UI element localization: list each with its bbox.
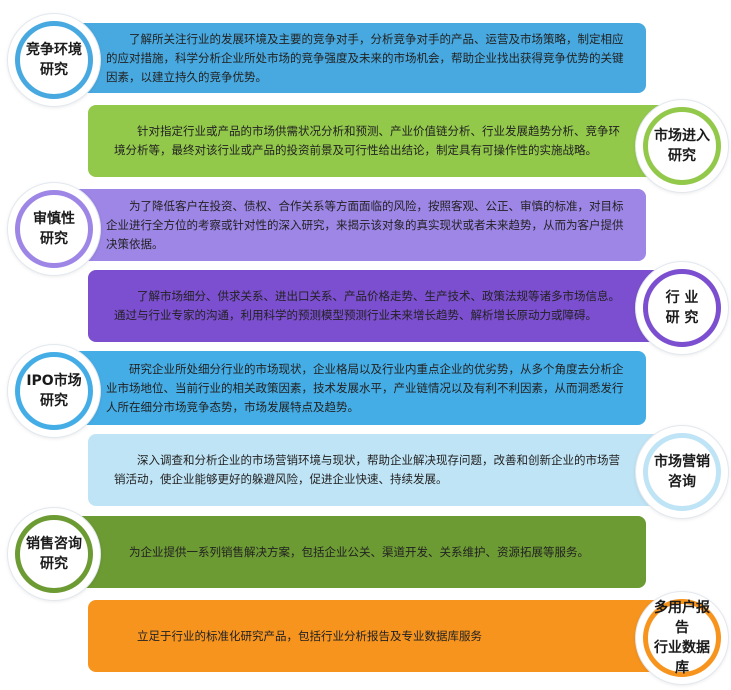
service-title: 行 业 研 究 xyxy=(665,290,699,326)
service-item-marketing: 深入调查和分析企业的市场营销环境与现状，帮助企业解决现存问题，改善和创新企业的市… xyxy=(0,426,731,518)
service-description-bar: 为企业提供一系列销售解决方案，包括企业公关、渠道开发、关系维护、资源拓展等服务。 xyxy=(62,516,646,588)
service-description: 研究企业所处细分行业的市场现状，企业格局以及行业内重点企业的优劣势，从多个角度去… xyxy=(106,361,624,414)
service-title: 多用户报告 行业数据库 xyxy=(654,600,710,676)
service-item-due-diligence: 为了降低客户在投资、债权、合作关系等方面面临的风险，按照客观、公正、审慎的标准，… xyxy=(0,183,731,275)
service-description: 为了降低客户在投资、债权、合作关系等方面面临的风险，按照客观、公正、审慎的标准，… xyxy=(106,198,624,251)
service-description: 了解所关注行业的发展环境及主要的竞争对手，分析竞争对手的产品、运营及市场策略，制… xyxy=(106,31,624,84)
service-description: 了解市场细分、供求关系、进出口关系、产品价格走势、生产技术、政策法规等诸多市场信… xyxy=(114,289,620,322)
service-badge: 审慎性 研究 xyxy=(8,183,100,275)
service-title: 市场营销 咨询 xyxy=(654,454,710,490)
service-description-bar: 立足于行业的标准化研究产品，包括行业分析报告及专业数据库服务 xyxy=(88,600,672,672)
service-title: IPO市场 研究 xyxy=(26,373,82,409)
service-title: 销售咨询 研究 xyxy=(26,536,82,572)
service-item-industry: 了解市场细分、供求关系、进出口关系、产品价格走势、生产技术、政策法规等诸多市场信… xyxy=(0,262,731,354)
service-description-bar: 针对指定行业或产品的市场供需状况分析和预测、产业价值链分析、行业发展趋势分析、竞… xyxy=(88,105,672,177)
service-item-market-entry: 针对指定行业或产品的市场供需状况分析和预测、产业价值链分析、行业发展趋势分析、竞… xyxy=(0,100,731,192)
service-description: 深入调查和分析企业的市场营销环境与现状，帮助企业解决现存问题，改善和创新企业的市… xyxy=(114,453,620,486)
service-badge: 多用户报告 行业数据库 xyxy=(636,592,728,684)
service-description-bar: 了解所关注行业的发展环境及主要的竞争对手，分析竞争对手的产品、运营及市场策略，制… xyxy=(62,23,646,93)
service-badge: IPO市场 研究 xyxy=(8,345,100,437)
service-title: 竞争环境 研究 xyxy=(26,42,82,78)
service-badge: 销售咨询 研究 xyxy=(8,508,100,600)
service-description: 立足于行业的标准化研究产品，包括行业分析报告及专业数据库服务 xyxy=(137,628,482,643)
service-item-sales: 为企业提供一系列销售解决方案，包括企业公关、渠道开发、关系维护、资源拓展等服务。… xyxy=(0,508,731,600)
service-badge: 市场营销 咨询 xyxy=(636,426,728,518)
service-description: 为企业提供一系列销售解决方案，包括企业公关、渠道开发、关系维护、资源拓展等服务。 xyxy=(129,544,589,559)
service-title: 审慎性 研究 xyxy=(33,211,75,247)
service-badge: 市场进入 研究 xyxy=(636,100,728,192)
service-item-reports: 立足于行业的标准化研究产品，包括行业分析报告及专业数据库服务 多用户报告 行业数… xyxy=(0,592,731,684)
service-badge: 竞争环境 研究 xyxy=(8,14,100,106)
service-description-bar: 了解市场细分、供求关系、进出口关系、产品价格走势、生产技术、政策法规等诸多市场信… xyxy=(88,270,672,342)
service-description-bar: 为了降低客户在投资、债权、合作关系等方面面临的风险，按照客观、公正、审慎的标准，… xyxy=(62,189,646,261)
service-description-bar: 深入调查和分析企业的市场营销环境与现状，帮助企业解决现存问题，改善和创新企业的市… xyxy=(88,434,672,506)
service-description-bar: 研究企业所处细分行业的市场现状，企业格局以及行业内重点企业的优劣势，从多个角度去… xyxy=(62,351,646,425)
service-item-ipo: 研究企业所处细分行业的市场现状，企业格局以及行业内重点企业的优劣势，从多个角度去… xyxy=(0,345,731,437)
service-title: 市场进入 研究 xyxy=(654,128,710,164)
service-badge: 行 业 研 究 xyxy=(636,262,728,354)
service-item-competition: 了解所关注行业的发展环境及主要的竞争对手，分析竞争对手的产品、运营及市场策略，制… xyxy=(0,14,731,106)
service-description: 针对指定行业或产品的市场供需状况分析和预测、产业价值链分析、行业发展趋势分析、竞… xyxy=(114,124,620,157)
